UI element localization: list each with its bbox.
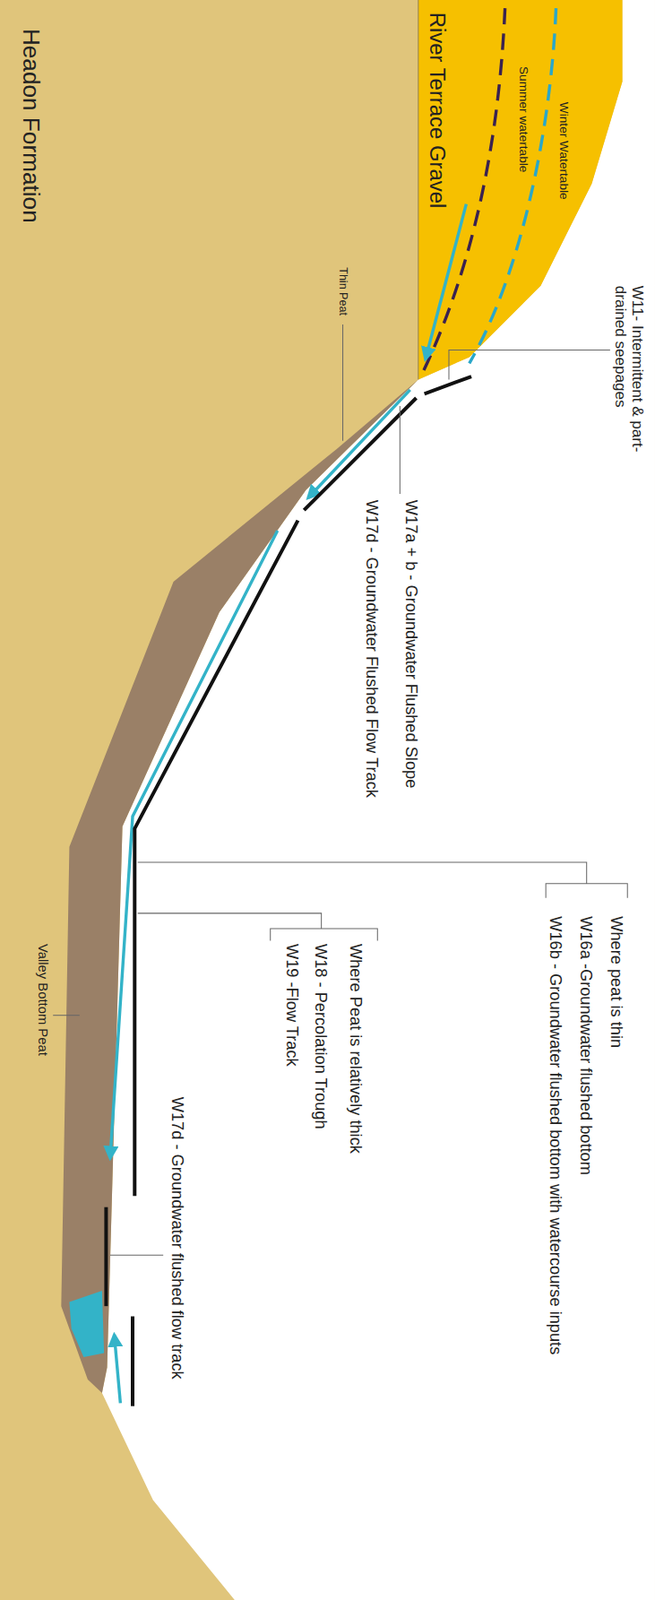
callout-label: Where Peat is relatively thick (345, 943, 365, 1154)
callout-label: Where peat is thin (606, 915, 626, 1048)
callout-label: Headon Formation (17, 28, 45, 224)
callout-label: River Terrace Gravel (425, 12, 450, 209)
winter-watertable (469, 8, 557, 363)
callout-label: W18 - Percolation Trough (310, 943, 330, 1130)
callout-label: W17d - Groundwater flushed flow track (167, 1096, 187, 1379)
river-terrace-gravel (418, 0, 623, 380)
callout-label: W17a + b - Groundwater Flushed Slope (401, 499, 421, 788)
open-ground (102, 0, 655, 1600)
callout-label: Thin Peat (336, 267, 350, 316)
callout-label: W16b - Groundwater flushed bottom with w… (545, 915, 565, 1354)
flow-arrows (110, 204, 466, 1404)
pool (68, 1290, 104, 1357)
callout-label: W16a -Groundwater flushed bottom (576, 915, 595, 1175)
callout-label: Summer watertable (515, 66, 530, 173)
summer-watertable (420, 8, 506, 378)
zone-bars (105, 376, 472, 1406)
callout-label: Winter Watertable (556, 102, 571, 200)
callout-label: W19 -Flow Track (282, 943, 302, 1067)
callout-label: Valley Bottom Peat (34, 943, 51, 1056)
peat-layer (60, 379, 419, 1392)
leader-lines (52, 324, 628, 1255)
callout-label: W17d - Groundwater Flushed Flow Track (361, 499, 381, 798)
callout-label: W11- Intermittent & part-drained seepage… (611, 285, 647, 457)
